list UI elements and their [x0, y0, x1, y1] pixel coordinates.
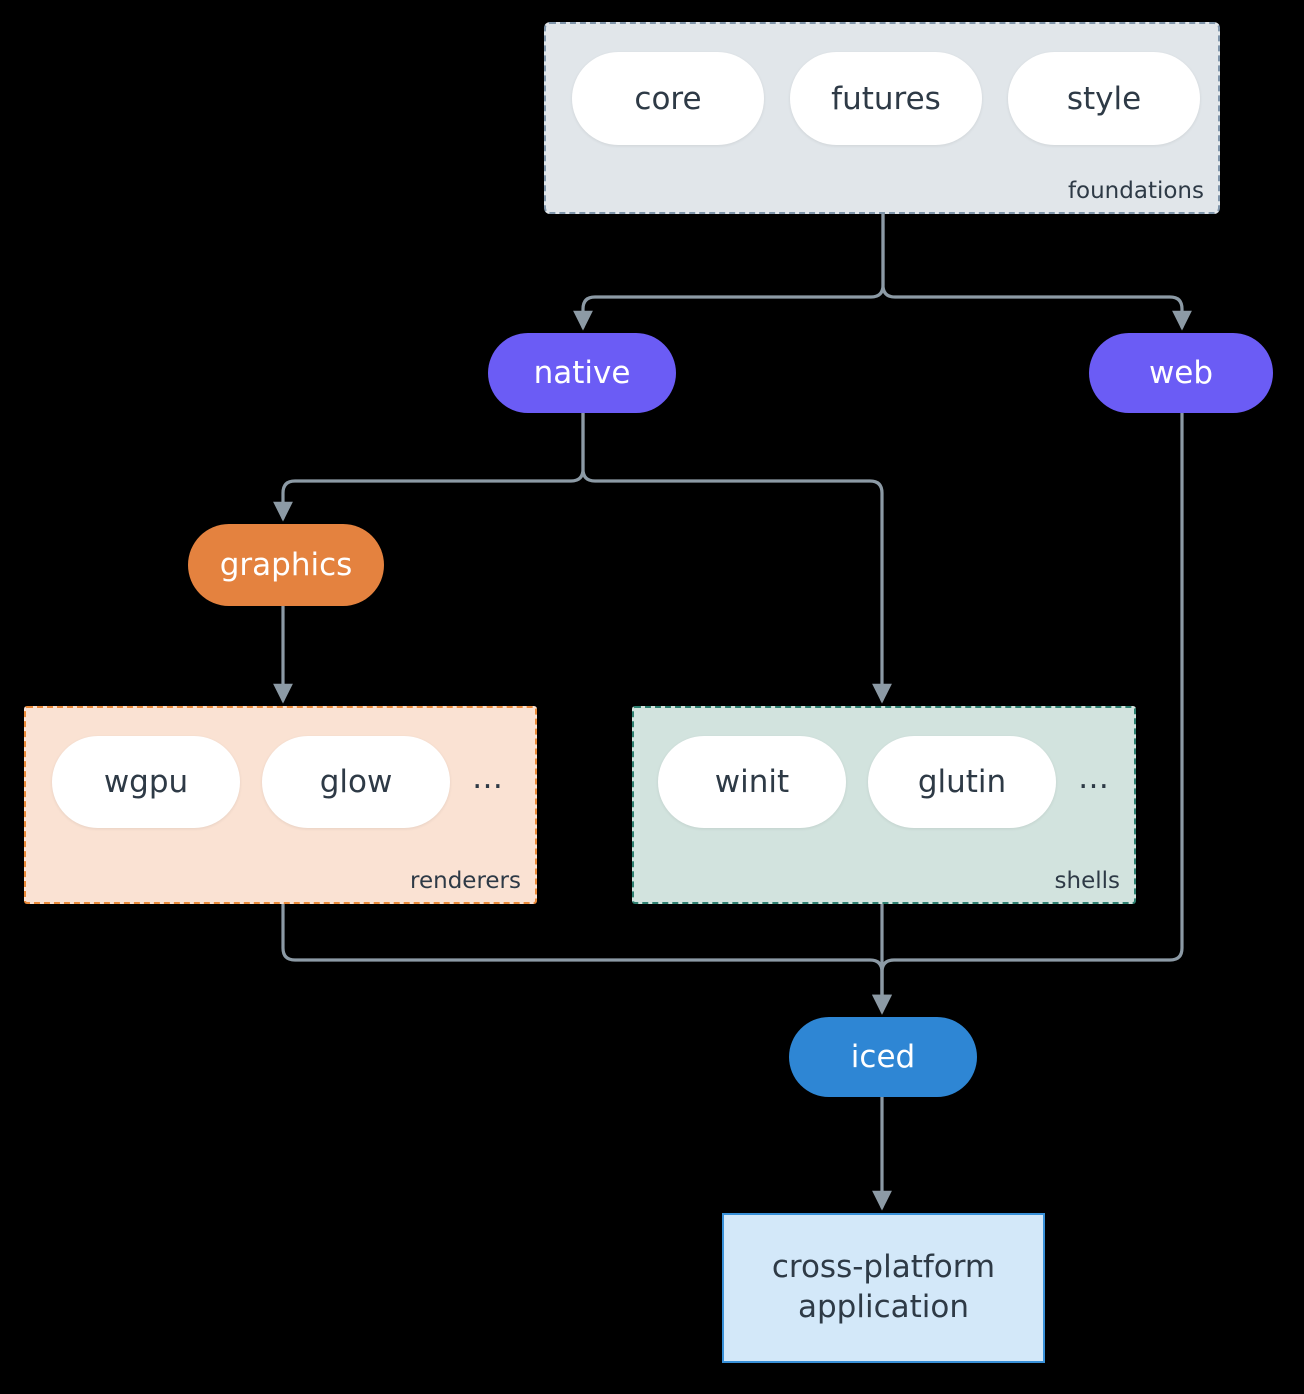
edge-native-shells — [581, 411, 892, 704]
node-iced[interactable]: iced — [789, 1017, 977, 1097]
application-line-1: cross-platform — [771, 1249, 996, 1286]
edge-foundations-web — [881, 212, 1192, 331]
pill-futures[interactable]: futures — [790, 52, 982, 145]
pill-glutin-label: glutin — [917, 764, 1007, 800]
pill-wgpu-label: wgpu — [103, 764, 189, 800]
renderers-ellipsis: … — [472, 759, 503, 796]
renderers-items: wgpu glow … — [52, 736, 503, 828]
shells-items: winit glutin … — [658, 736, 1109, 828]
pill-core[interactable]: core — [572, 52, 764, 145]
group-renderers-label: renderers — [410, 868, 521, 894]
node-iced-label: iced — [850, 1039, 916, 1075]
foundations-items: core futures style — [572, 52, 1200, 145]
pill-style-label: style — [1066, 80, 1142, 117]
node-graphics[interactable]: graphics — [188, 524, 384, 606]
shells-ellipsis: … — [1078, 759, 1109, 796]
pill-style[interactable]: style — [1008, 52, 1200, 145]
pill-winit[interactable]: winit — [658, 736, 846, 828]
edge-native-graphics — [273, 411, 585, 522]
pill-winit-label: winit — [714, 764, 790, 800]
pill-wgpu[interactable]: wgpu — [52, 736, 240, 828]
pill-glutin[interactable]: glutin — [868, 736, 1056, 828]
group-shells-label: shells — [1054, 868, 1120, 894]
group-renderers: wgpu glow … renderers — [24, 706, 537, 904]
pill-glow[interactable]: glow — [262, 736, 450, 828]
node-web[interactable]: web — [1089, 333, 1273, 413]
application-line-2: application — [798, 1289, 969, 1325]
node-web-label: web — [1148, 355, 1214, 391]
pill-core-label: core — [634, 80, 702, 117]
node-native[interactable]: native — [488, 333, 676, 413]
node-native-label: native — [533, 355, 631, 391]
group-shells: winit glutin … shells — [632, 706, 1136, 904]
pill-futures-label: futures — [831, 80, 941, 117]
group-foundations-label: foundations — [1067, 178, 1204, 204]
group-foundations: core futures style foundations — [544, 22, 1220, 214]
edge-foundations-native — [573, 212, 885, 331]
edge-renderers-iced — [281, 902, 892, 1015]
node-cross-platform-application[interactable]: cross-platform application — [722, 1213, 1045, 1363]
node-graphics-label: graphics — [219, 547, 353, 583]
pill-glow-label: glow — [319, 764, 393, 800]
